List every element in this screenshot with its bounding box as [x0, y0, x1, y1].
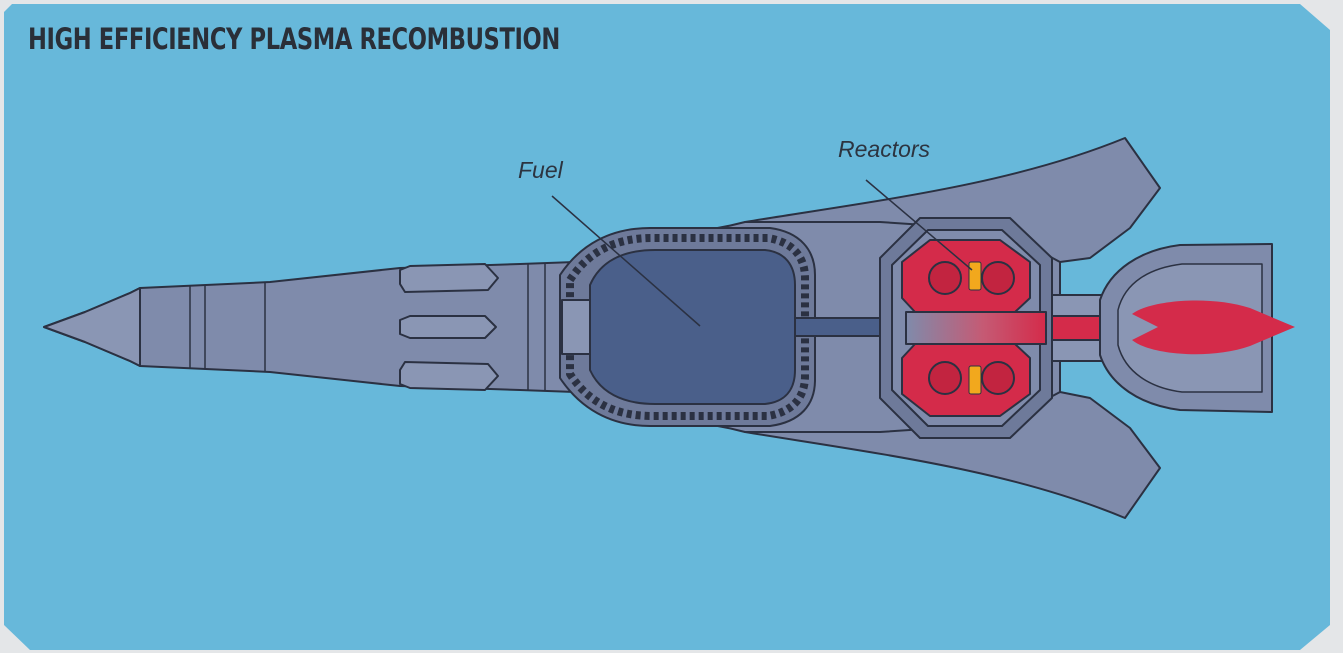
reactor-core-lower — [969, 366, 981, 394]
upper-fin — [400, 264, 498, 292]
fuel-tank — [590, 250, 795, 404]
plasma-conduit — [1052, 316, 1102, 340]
fuel-label: Fuel — [518, 157, 563, 184]
middle-fin — [400, 316, 496, 338]
lower-fin — [400, 362, 498, 390]
diagram-title: HIGH EFFICIENCY PLASMA RECOMBUSTION — [28, 22, 560, 56]
plasma-chamber — [906, 312, 1046, 344]
reactor-core-upper — [969, 262, 981, 290]
reactors-label: Reactors — [838, 136, 930, 163]
